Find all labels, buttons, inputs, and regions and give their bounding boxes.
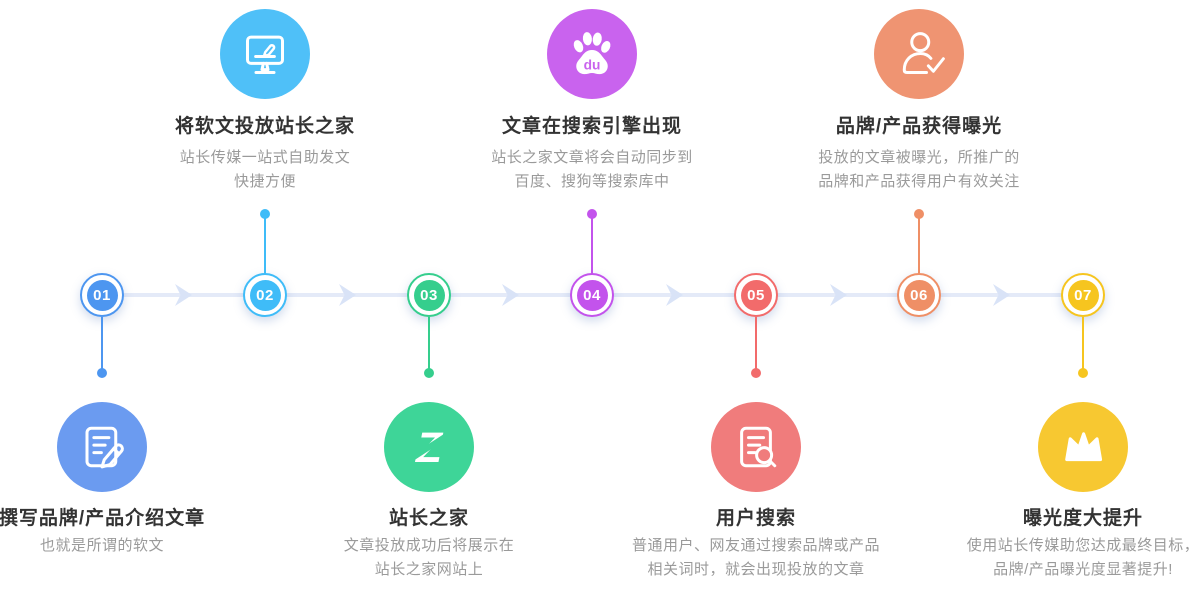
arrow-right-icon (502, 284, 519, 306)
connector-dot (260, 209, 270, 219)
arrow-right-icon (993, 284, 1010, 306)
step-title: 站长之家 (388, 508, 469, 529)
step-title: 品牌/产品获得曝光 (835, 116, 1003, 137)
step-2: 02 将软文投放站长之家 站长传媒一站式自助发文 快捷方便 (135, 0, 395, 600)
timeline-node-03: 03 (407, 273, 451, 317)
connector-dot (914, 209, 924, 219)
step-number: 02 (249, 279, 281, 311)
connector-dot (587, 209, 597, 219)
step-description: 投放的文章被曝光，所推广的 品牌和产品获得用户有效关注 (818, 149, 1020, 190)
user-check-icon (874, 9, 964, 99)
document-pencil-icon (57, 402, 147, 492)
step-6: 06 品牌/产品获得曝光 投放的文章被曝光，所推广的 品牌和产品获得用户有效关注 (789, 0, 1049, 600)
step-title: 撰写品牌/产品介绍文章 (0, 508, 206, 529)
step-title: 曝光度大提升 (1022, 508, 1143, 529)
step-description: 使用站长传媒助您达成最终目标， 品牌/产品曝光度显著提升! (966, 537, 1200, 578)
step-number: 01 (86, 279, 118, 311)
connector-line (755, 317, 757, 373)
baidu-paw-icon: du (547, 9, 637, 99)
step-title: 文章在搜索引擎出现 (501, 116, 682, 137)
connector-line (1082, 317, 1084, 373)
arrow-right-icon (175, 284, 192, 306)
arrow-right-icon (339, 284, 356, 306)
step-description: 站长之家文章将会自动同步到 百度、搜狗等搜索库中 (491, 149, 693, 190)
step-5: 05 用户搜索 普通用户、网友通过搜索品牌或产品 相关词时，就会出现投放的文章 (626, 0, 886, 600)
arrow-right-icon (830, 284, 847, 306)
monitor-pencil-icon (220, 9, 310, 99)
step-number: 04 (576, 279, 608, 311)
connector-dot (97, 368, 107, 378)
connector-dot (1078, 368, 1088, 378)
connector-line (101, 317, 103, 373)
step-number: 07 (1067, 279, 1099, 311)
step-1: 01 撰写品牌/产品介绍文章 也就是所谓的软文 (0, 0, 232, 600)
step-description: 也就是所谓的软文 (39, 537, 164, 554)
step-description: 文章投放成功后将展示在 站长之家网站上 (343, 537, 515, 578)
step-title: 将软文投放站长之家 (174, 116, 355, 137)
timeline-node-01: 01 (80, 273, 124, 317)
chinaz-logo-icon: Z (384, 402, 474, 492)
document-search-icon (711, 402, 801, 492)
step-3: 03 Z 站长之家 文章投放成功后将展示在 站长之家网站上 (299, 0, 559, 600)
crown-icon (1038, 402, 1128, 492)
timeline-node-04: 04 (570, 273, 614, 317)
step-number: 05 (740, 279, 772, 311)
step-number: 03 (413, 279, 445, 311)
step-description: 普通用户、网友通过搜索品牌或产品 相关词时，就会出现投放的文章 (631, 537, 880, 578)
connector-dot (751, 368, 761, 378)
connector-line (918, 214, 920, 274)
timeline-node-07: 07 (1061, 273, 1105, 317)
timeline-node-06: 06 (897, 273, 941, 317)
connector-dot (424, 368, 434, 378)
timeline-node-05: 05 (734, 273, 778, 317)
step-7: 07 曝光度大提升 使用站长传媒助您达成最终目标， 品牌/产品曝光度显著提升! (953, 0, 1200, 600)
step-title: 用户搜索 (715, 508, 796, 529)
step-4: 04 du 文章在搜索引擎出现 站长之家文章将会自动同步到 百度、搜狗等搜索库中 (462, 0, 722, 600)
timeline-node-02: 02 (243, 273, 287, 317)
arrow-right-icon (666, 284, 683, 306)
connector-line (264, 214, 266, 274)
step-number: 06 (903, 279, 935, 311)
svg-text:du: du (584, 57, 601, 72)
step-description: 站长传媒一站式自助发文 快捷方便 (179, 149, 351, 190)
connector-line (428, 317, 430, 373)
connector-line (591, 214, 593, 274)
